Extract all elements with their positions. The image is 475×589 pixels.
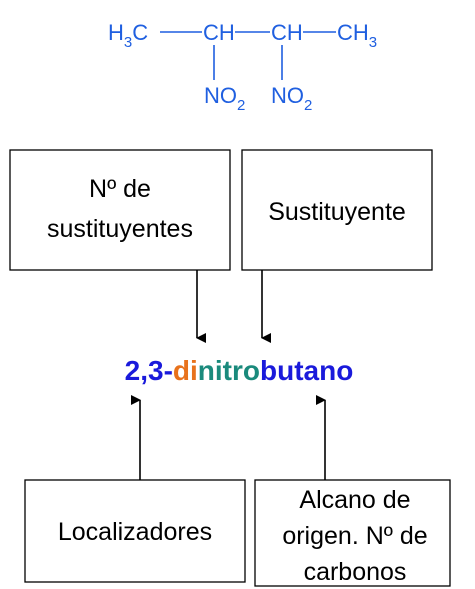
- box-locants-line-1: Localizadores: [58, 518, 212, 546]
- box-num-substituents-line-2: sustituyentes: [47, 215, 193, 243]
- formula-ch3-right: CH3: [337, 20, 377, 51]
- box-num-substituents-border: [9, 149, 231, 271]
- box-num-substituents: Nº de sustituyentes: [9, 149, 231, 271]
- box-substituent-line-1: Sustituyente: [268, 198, 406, 226]
- name-locants: 2,3-: [125, 355, 173, 386]
- formula-ch-right: CH: [271, 20, 303, 45]
- box-substituent: Sustituyente: [241, 149, 433, 271]
- formula-ch-left: CH: [203, 20, 235, 45]
- box-locants-border: [24, 479, 246, 583]
- formula-no2-right: NO2: [271, 83, 312, 114]
- box-parent-alkane-line-2: origen. Nº de: [282, 522, 427, 550]
- formula-ch3-left: H3C: [108, 20, 148, 51]
- structural-formula: H3C CH CH CH3 NO2 NO2: [108, 20, 377, 114]
- formula-no2-left: NO2: [204, 83, 245, 114]
- box-num-substituents-line-1: Nº de: [89, 175, 151, 203]
- box-parent-alkane: Alcano de origen. Nº de carbonos: [254, 479, 451, 587]
- box-locants: Localizadores: [24, 479, 246, 583]
- box-parent-alkane-line-3: carbonos: [304, 558, 407, 586]
- box-parent-alkane-line-1: Alcano de: [299, 486, 410, 514]
- box-substituent-border: [241, 149, 433, 271]
- compound-name: 2,3-dinitrobutano: [125, 355, 354, 386]
- name-substituent: nitro: [198, 355, 260, 386]
- name-parent: butano: [260, 355, 353, 386]
- box-parent-alkane-border: [254, 479, 451, 587]
- name-prefix: di: [173, 355, 198, 386]
